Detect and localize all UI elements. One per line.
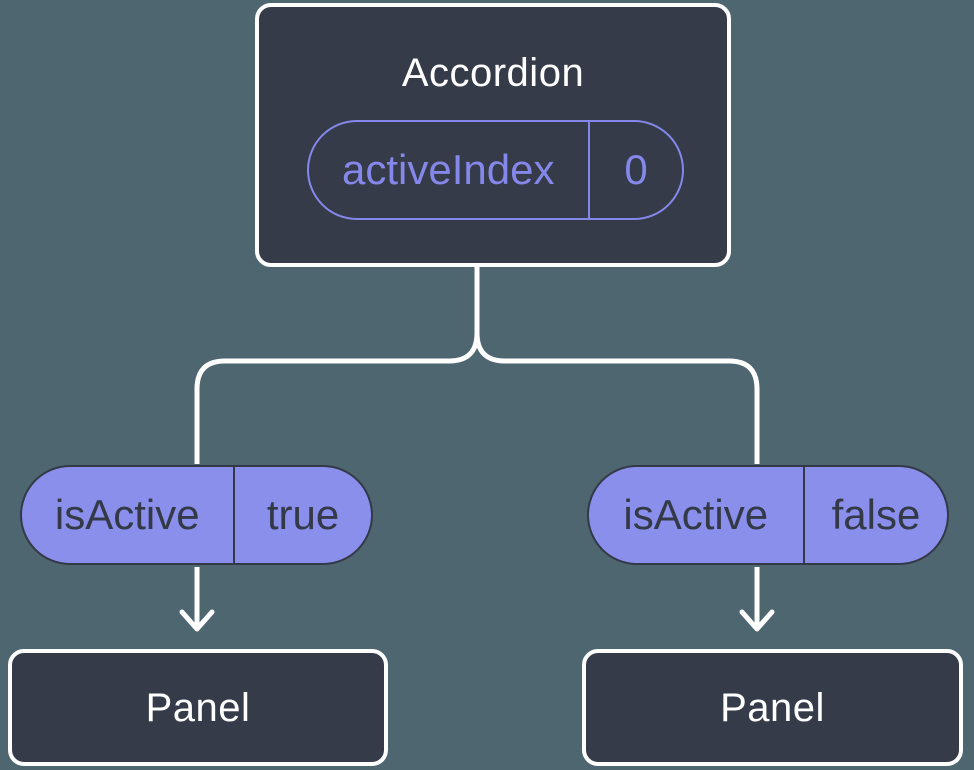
arrow-left-head-icon bbox=[179, 609, 215, 632]
state-pill-activeindex: activeIndex 0 bbox=[307, 120, 684, 220]
arrow-right-head-icon bbox=[739, 609, 775, 632]
prop-pill-isactive-false: isActive false bbox=[587, 465, 949, 565]
panel-node-right: Panel bbox=[582, 649, 963, 766]
prop-pill-divider bbox=[802, 467, 805, 563]
panel-title: Panel bbox=[145, 685, 251, 730]
state-pill-divider bbox=[587, 122, 590, 218]
panel-node-left: Panel bbox=[8, 649, 388, 766]
panel-title: Panel bbox=[720, 685, 825, 730]
state-pill-name: activeIndex bbox=[342, 146, 555, 193]
prop-pill-isactive-true: isActive true bbox=[20, 465, 373, 565]
accordion-node: Accordion activeIndex 0 bbox=[255, 3, 731, 267]
state-pill-value: 0 bbox=[624, 146, 648, 193]
prop-pill-name: isActive bbox=[623, 491, 769, 538]
prop-pill-divider bbox=[232, 467, 235, 563]
connector-left-branch bbox=[194, 266, 480, 464]
prop-pill-value: false bbox=[831, 491, 921, 538]
accordion-title: Accordion bbox=[401, 51, 585, 95]
prop-pill-name: isActive bbox=[54, 491, 200, 538]
prop-pill-value: true bbox=[266, 491, 340, 538]
connector-right-branch bbox=[474, 266, 760, 464]
